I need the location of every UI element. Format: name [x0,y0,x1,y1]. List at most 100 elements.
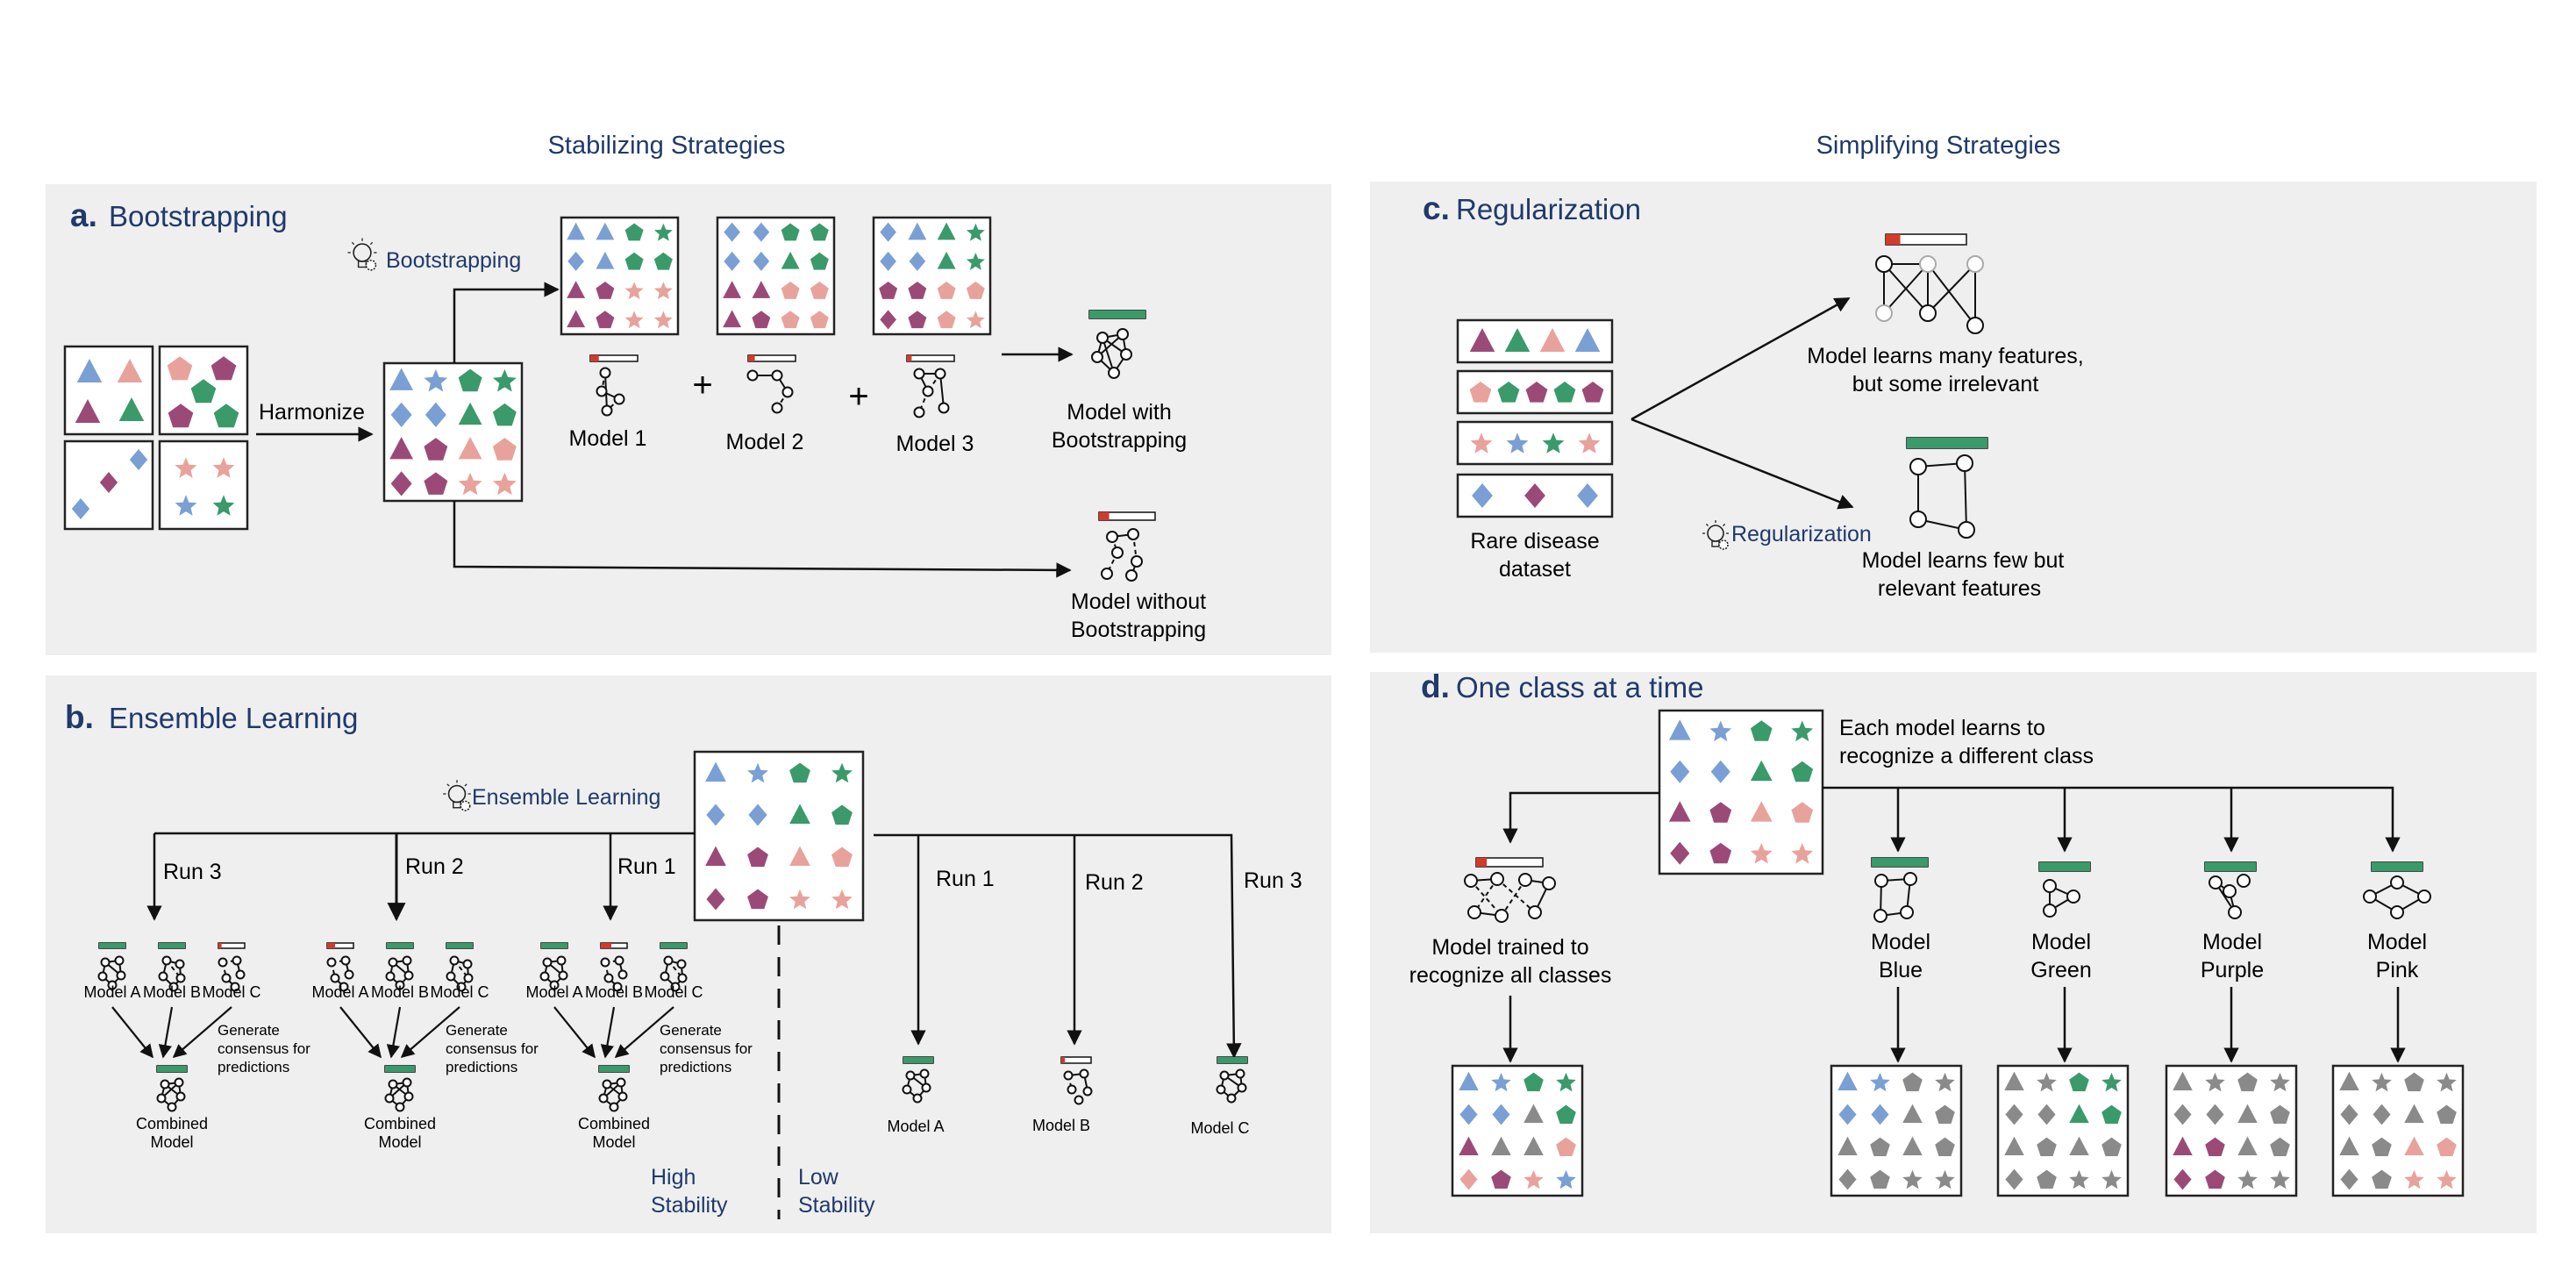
star-shape [1542,432,1565,454]
graph-node [549,980,560,990]
graph-node [905,1070,916,1081]
star-shape [653,282,673,300]
performance-bar [158,942,186,949]
graph-node [1490,872,1504,886]
model-graph-icon [97,955,126,990]
consensus-text: predictions [446,1059,517,1075]
bootstrap-arrow [453,282,560,363]
star-shape [966,311,985,329]
star-shape [1578,432,1601,454]
sub-model-label: Model C [644,983,703,1001]
performance-bar [903,1056,934,1064]
ensemble-strategy-label: Ensemble Learning [472,785,660,810]
gear-icon [460,800,471,811]
graph-node [2390,875,2404,889]
triangle-shape [1902,1104,1923,1123]
triangle-shape [567,222,586,240]
graph-node [2209,875,2223,889]
sub-model-label: Model C [202,983,260,1001]
graph-node [609,1102,619,1112]
diamond-shape [724,222,740,242]
star-shape [1556,1072,1576,1092]
star-shape [175,495,197,516]
graph-node [771,369,783,382]
performance-bar [2038,861,2091,872]
graph-node [456,982,467,992]
graph-node [558,970,568,981]
triangle-shape [1539,328,1566,352]
pentagon-shape [1870,1169,1890,1189]
pentagon-shape [937,282,956,299]
consensus-arrow [614,1006,674,1059]
star-shape [624,311,644,329]
performance-bar-fill [1089,311,1145,318]
diamond-shape [748,804,767,826]
graph-node [175,973,186,983]
graph-node [539,971,550,982]
diamond-shape [2340,1104,2358,1125]
high-stability-line2: Stability [651,1193,728,1218]
bulb-base [1711,540,1720,547]
star-shape [747,762,768,783]
no-bootstrap-arrow [453,501,1072,578]
star-shape [1902,1169,1923,1190]
pentagon-shape [781,223,800,241]
consensus-text: Generate [660,1022,722,1039]
model-graph-icon [218,955,246,992]
star-shape [831,889,853,910]
star-shape [2205,1072,2225,1092]
pentagon-shape [2372,1137,2392,1156]
graph-node [599,367,611,379]
pentagon-shape [1870,1137,1890,1156]
graph-node [175,959,185,969]
panel-d-title: One class at a time [1456,671,1703,704]
plus-sign-1: + [692,366,712,404]
performance-bar-fill [907,355,912,361]
graph-node [462,959,473,969]
model-graph-icon [1464,872,1556,923]
triangle-shape [723,310,742,328]
model-green-line2: Green [2030,958,2091,982]
panel-a-background [46,184,1331,655]
graph-node [596,385,608,397]
model-graph-icon [326,955,354,992]
diamond-shape [1838,1168,1857,1190]
model-graph-icon [446,955,474,992]
pentagon-shape [747,847,768,868]
model-graph-icon [1091,328,1132,379]
performance-bar [747,354,796,362]
triangle-shape [75,399,101,423]
triangle-shape [389,436,414,460]
model-graph-icon [596,367,625,417]
pentagon-shape [2205,1137,2225,1156]
model-graph-icon [600,955,628,992]
graph-edge [1102,337,1115,374]
pentagon-shape [624,223,644,241]
performance-bar-fill [2372,862,2423,871]
pentagon-shape [937,311,956,329]
graph-node [2043,904,2057,918]
model-graph-icon [746,369,794,414]
graph-node [2390,905,2404,919]
pentagon-shape [2437,1137,2457,1156]
graph-node [1875,304,1893,322]
graph-node [403,970,414,981]
model-purple-line2: Purple [2201,958,2264,982]
performance-bar [600,942,628,949]
graph-edge [1964,462,1967,531]
combined-model-line1: Combined [364,1115,436,1132]
model-without-bootstrapping-line2: Bootstrapping [1071,618,1206,642]
graph-node [1900,905,1914,919]
star-shape [789,889,810,910]
diamond-shape [1838,1104,1857,1125]
star-shape [2237,1169,2258,1190]
graph-node [542,957,553,968]
triangle-shape [1491,1136,1511,1155]
graph-node [168,982,179,992]
star-shape [1870,1072,1890,1092]
graph-node [1966,255,1984,273]
star-shape [2372,1072,2392,1092]
star-shape [175,457,197,478]
triangle-shape [2173,1071,2193,1090]
